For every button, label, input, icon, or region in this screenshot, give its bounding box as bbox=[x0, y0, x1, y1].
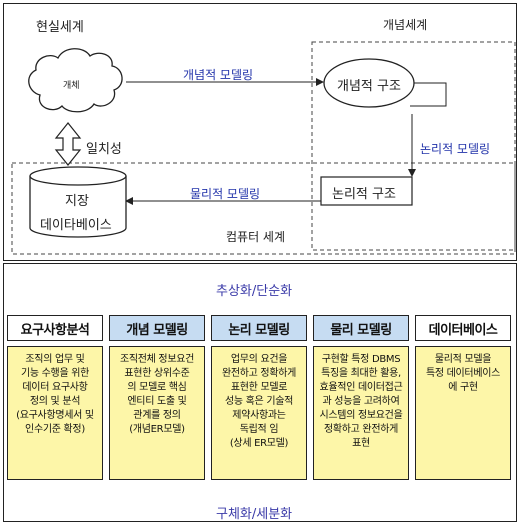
stage-description-requirements: 조직의 업무 및 기능 수행을 위한 데이터 요구사항 정의 및 분석 (요구사… bbox=[7, 346, 103, 480]
description-line: 정의 및 분석 bbox=[29, 396, 81, 407]
database-label-line1: 지장 bbox=[65, 194, 89, 209]
logical-modeling-label: 논리적 모델링 bbox=[420, 142, 491, 156]
real-world-label: 현실세계 bbox=[36, 20, 84, 35]
database-label-line2: 데이타베이스 bbox=[40, 218, 112, 233]
description-line: 효율적인 데이터접근 bbox=[319, 382, 403, 393]
description-line: 시스템의 정보요건을 bbox=[319, 410, 403, 421]
description-line: 구현할 특정 DBMS bbox=[321, 354, 401, 365]
database-cylinder bbox=[29, 166, 127, 238]
consistency-double-arrow bbox=[54, 122, 82, 166]
description-line: (요구사항명세서 및 bbox=[16, 410, 94, 421]
stage-description-physical: 구현할 특정 DBMS 특징을 최대한 활용, 효율적인 데이터접근 과 성능을… bbox=[313, 346, 409, 480]
description-line: 완전하고 정확하게 bbox=[221, 368, 297, 379]
stage-description-logical: 업무의 요건을 완전하고 정확하게 표현한 모델로 성능 혹은 기술적 제약사항… bbox=[211, 346, 307, 480]
stage-header-logical: 논리 모델링 bbox=[211, 315, 307, 341]
concretization-label: 구체화/세분화 bbox=[216, 507, 293, 522]
description-line: 기능 수행을 위한 bbox=[20, 368, 90, 379]
concept-world-label: 개념세계 bbox=[383, 18, 428, 32]
stage-header-database: 데이터베이스 bbox=[415, 315, 511, 341]
description-line: 데이터 요구사항 bbox=[22, 382, 88, 393]
concept-world-region bbox=[311, 41, 516, 251]
logical-modeling-arrowhead bbox=[408, 169, 416, 177]
stage-header-conceptual: 개념 모델링 bbox=[109, 315, 205, 341]
consistency-label: 일치성 bbox=[86, 142, 122, 157]
description-line: 의 모델로 핵심 bbox=[127, 382, 187, 393]
entity-cloud bbox=[28, 48, 123, 113]
stage-header-physical: 물리 모델링 bbox=[313, 315, 409, 341]
stage-description-database: 물리적 모델을 특정 데이터베이스 에 구현 bbox=[415, 346, 511, 480]
description-line: 표현한 상위수준 bbox=[124, 368, 190, 379]
physical-modeling-label: 물리적 모델링 bbox=[190, 187, 261, 201]
conceptual-modeling-label: 개념적 모델링 bbox=[183, 68, 254, 82]
logical-structure-box bbox=[320, 176, 413, 206]
description-line: (상세 ER모델) bbox=[229, 438, 289, 449]
stage-description-conceptual: 조직전체 정보요건 표현한 상위수준 의 모델로 핵심 엔티티 도출 및 관계를… bbox=[109, 346, 205, 480]
description-line: 조직전체 정보요건 bbox=[119, 354, 195, 365]
entity-label: 개체 bbox=[63, 81, 80, 91]
abstraction-label: 추상화/단순화 bbox=[216, 284, 293, 299]
description-line: 특징을 최대한 활용, bbox=[321, 368, 401, 379]
description-line: 업무의 요건을 bbox=[230, 354, 288, 365]
description-line: 물리적 모델을 bbox=[434, 354, 492, 365]
description-line: 성능 혹은 기술적 bbox=[224, 396, 294, 407]
computer-world-label: 컴퓨터 세계 bbox=[226, 230, 286, 244]
logical-structure-label: 논리적 구조 bbox=[332, 187, 396, 202]
description-line: 제약사항과는 bbox=[232, 410, 286, 421]
description-line: 특정 데이터베이스 bbox=[425, 368, 501, 379]
description-line: (개념ER모델) bbox=[129, 424, 185, 435]
description-line: 표현한 모델로 bbox=[230, 382, 288, 393]
computer-world-region bbox=[11, 162, 516, 255]
physical-modeling-arrowhead bbox=[125, 197, 133, 205]
description-line: 엔티티 도출 및 bbox=[127, 396, 187, 407]
description-line: 정확하고 완전하게 bbox=[323, 424, 399, 435]
description-line: 표현 bbox=[352, 438, 370, 449]
description-line: 인수기준 확정) bbox=[25, 424, 85, 435]
conceptual-modeling-arrowhead bbox=[316, 78, 324, 86]
conceptual-structure-label: 개념적 구조 bbox=[337, 79, 401, 94]
description-line: 에 구현 bbox=[448, 382, 478, 393]
description-line: 독립적 임 bbox=[239, 424, 279, 435]
description-line: 조직의 업무 및 bbox=[25, 354, 85, 365]
description-line: 관계를 정의 bbox=[133, 410, 181, 421]
description-line: 과 성능을 고려하여 bbox=[322, 396, 400, 407]
stage-header-requirements: 요구사항분석 bbox=[7, 315, 103, 341]
